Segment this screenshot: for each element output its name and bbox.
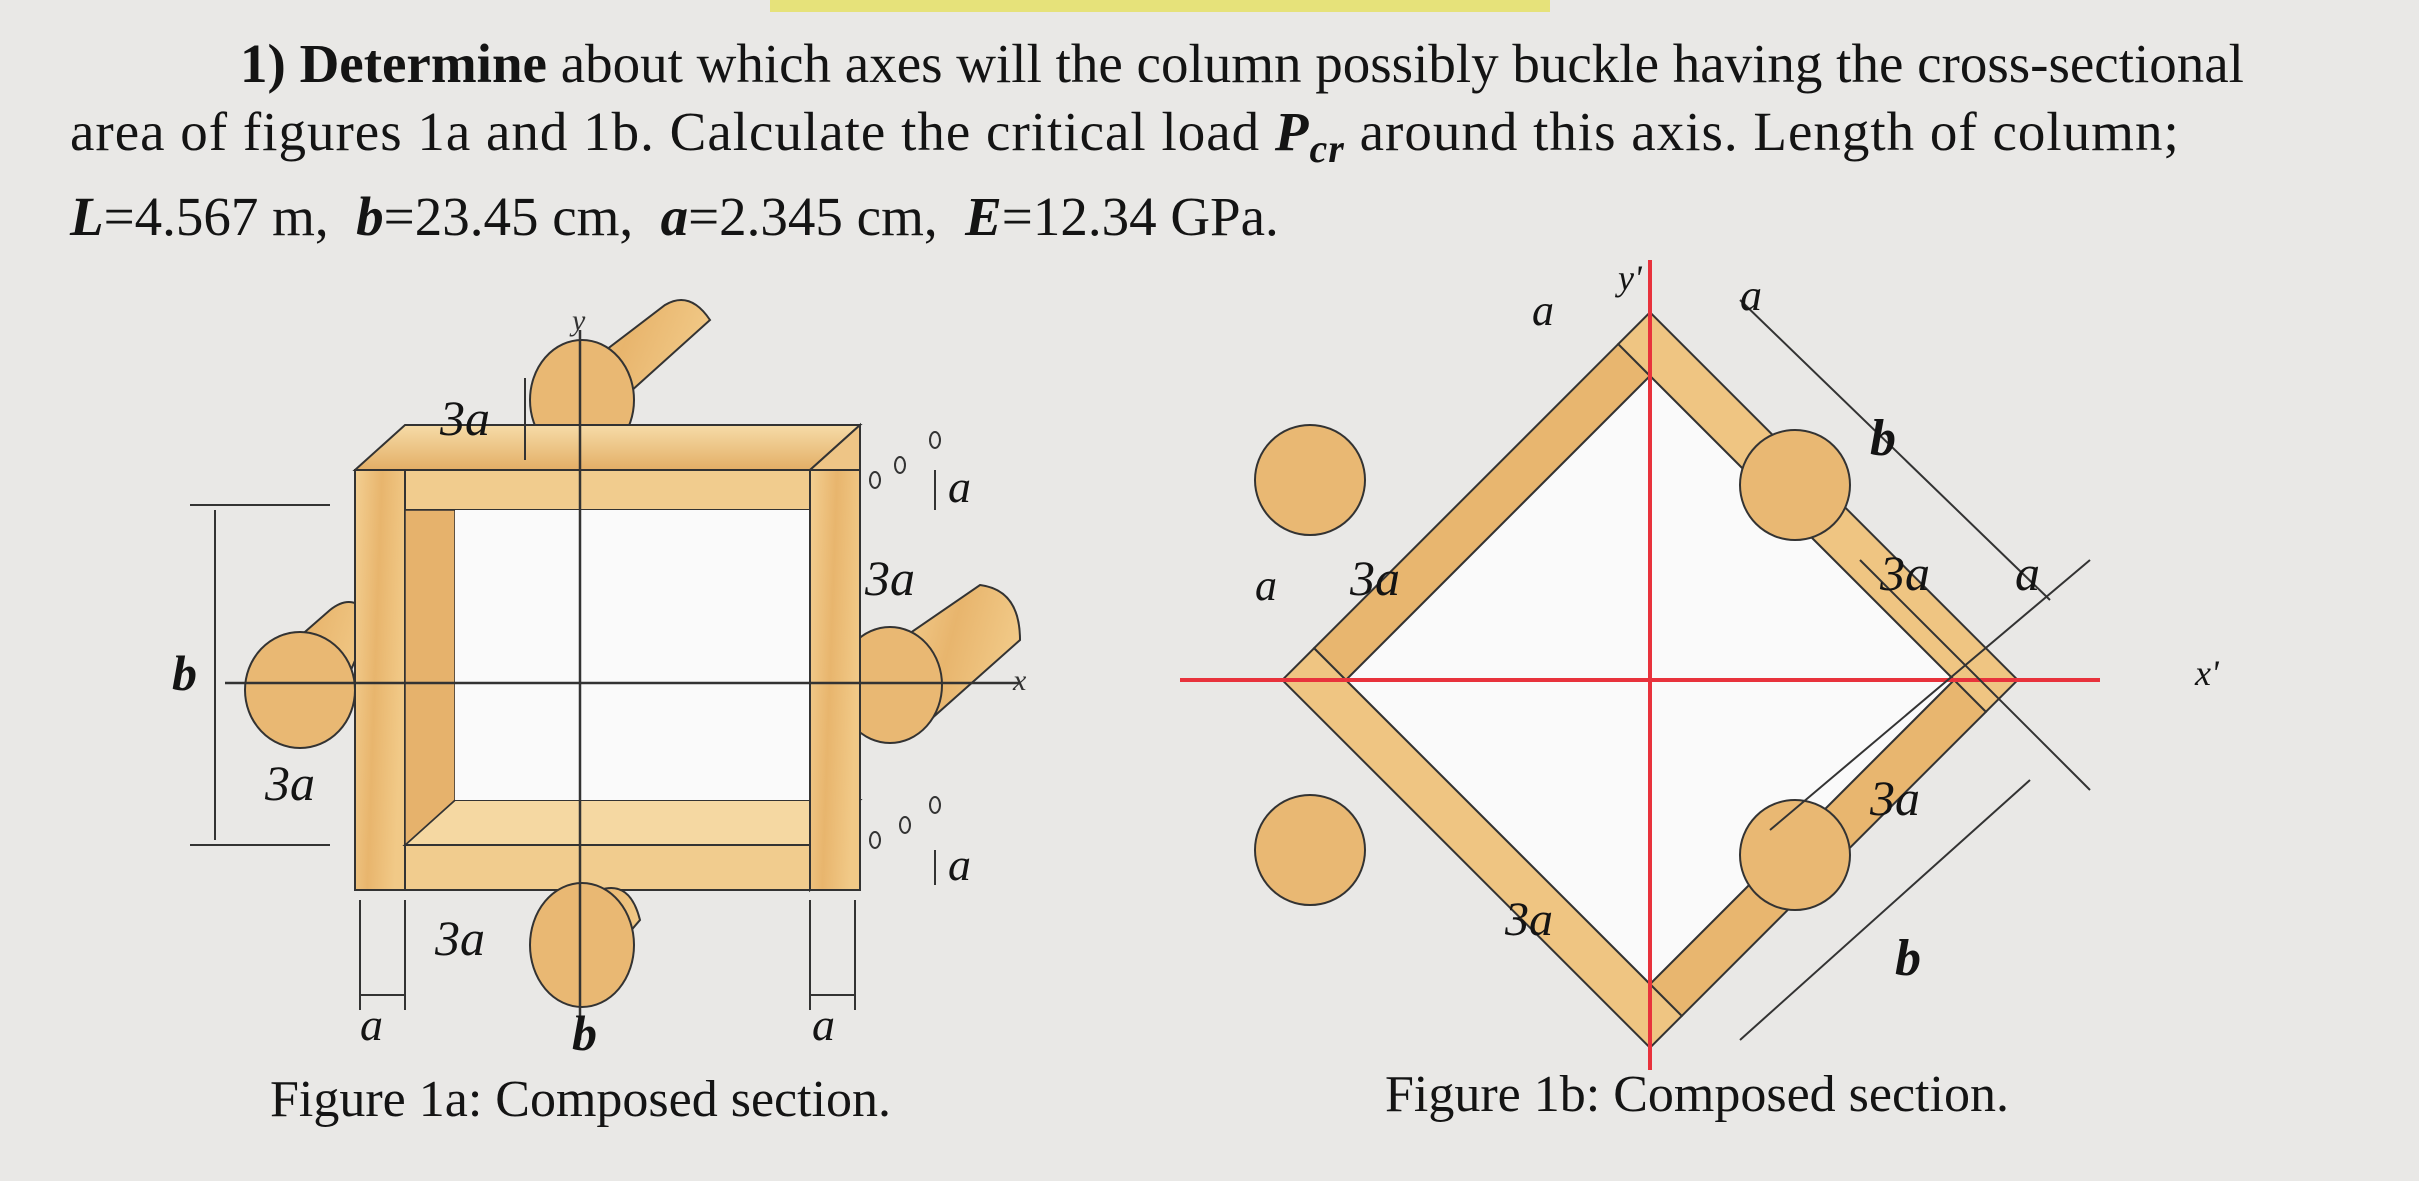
figure-1a-caption: Figure 1a: Composed section.	[270, 1071, 892, 1128]
fig1b-dim-left-3a: 3a	[1349, 550, 1400, 606]
problem-text-2b: around this axis. Length of column;	[1359, 101, 2180, 162]
a-symbol: a	[660, 186, 689, 247]
bottom-board-top-face	[402, 799, 863, 846]
figure-1b-caption: Figure 1b: Composed section.	[1385, 1066, 2009, 1123]
b-symbol: b	[356, 186, 384, 247]
fig1b-dim-top-a-left: a	[1532, 286, 1554, 335]
figure-1b-diagram: y' x' a a b 3a a a 3a 3a 3a b	[1180, 258, 2220, 1070]
fig1b-dim-bottom-3a: 3a	[1504, 893, 1553, 946]
highlight-strip	[770, 0, 1550, 12]
pcr-subscript: cr	[1309, 126, 1345, 171]
length-value: =4.567 m,	[103, 186, 329, 247]
length-symbol: L	[70, 186, 104, 247]
problem-text-2a: area of figures 1a and 1b. Calculate the…	[70, 101, 1261, 162]
fig1b-x-label: x'	[2194, 653, 2220, 693]
fig1b-y-label: y'	[1615, 258, 1643, 298]
nails	[869, 431, 941, 849]
left-log	[244, 601, 374, 749]
bottom-board	[404, 844, 811, 891]
problem-number: 1)	[240, 33, 286, 94]
fig1b-dim-lower-3a: 3a	[1869, 770, 1920, 826]
fig1b-logs	[1254, 424, 1851, 911]
hollow-region	[455, 510, 810, 800]
fig1a-x-label: x	[1012, 664, 1027, 697]
fig1a-dim-left-b: b	[172, 645, 197, 701]
fig1a-dim-right-a-bottom: a	[948, 839, 971, 890]
fig1a-dim-left-3a: 3a	[264, 755, 315, 811]
problem-line-3: L=4.567 m, b=23.45 cm, a=2.345 cm, E=12.…	[70, 183, 2290, 251]
fig1b-dimension-lines	[1739, 299, 2091, 1041]
problem-statement: 1) Determine about which axes will the c…	[70, 30, 2290, 251]
left-board	[354, 469, 406, 891]
fig1a-dim-bottom-3a: 3a	[434, 910, 485, 966]
figure-1a-diagram: y x 3a a 3a b 3a a 3a a b a	[172, 299, 1027, 1061]
fig1a-dim-right-a-top: a	[948, 461, 971, 512]
e-value: =12.34 GPa.	[1001, 186, 1279, 247]
top-board-top-face	[352, 424, 863, 471]
fig1b-dim-left-a: a	[1255, 561, 1277, 610]
fig1a-dim-bottom-a-left: a	[360, 999, 383, 1050]
fig1a-y-label: y	[569, 304, 586, 337]
b-value: =23.45 cm,	[383, 186, 634, 247]
pcr-symbol: P	[1274, 101, 1310, 162]
fig1b-dim-upper-b: b	[1870, 410, 1896, 467]
right-log	[837, 583, 1022, 744]
fig1b-dim-top-a-right: a	[1740, 271, 1762, 320]
right-board	[809, 469, 861, 891]
problem-verb: Determine	[299, 33, 547, 94]
problem-text-1: about which axes will the column possibl…	[560, 33, 2244, 94]
fig1a-dim-top-3a: 3a	[439, 390, 490, 446]
fig1a-dim-bottom-b: b	[572, 1005, 597, 1061]
inner-wall	[404, 509, 456, 847]
fig1a-dim-right-3a: 3a	[864, 550, 915, 606]
problem-line-1: 1) Determine about which axes will the c…	[70, 30, 2290, 98]
a-value: =2.345 cm,	[688, 186, 938, 247]
top-board	[404, 469, 811, 511]
bottom-log	[529, 882, 642, 1008]
dimension-lines	[190, 378, 936, 1010]
fig1a-dim-bottom-a-right: a	[812, 999, 835, 1050]
fig1b-dim-right-a: a	[2015, 545, 2040, 601]
problem-line-2: area of figures 1a and 1b. Calculate the…	[70, 98, 2290, 183]
fig1b-dim-right-3a: 3a	[1879, 545, 1930, 601]
fig1b-dim-lower-b: b	[1895, 930, 1921, 987]
e-symbol: E	[965, 186, 1002, 247]
